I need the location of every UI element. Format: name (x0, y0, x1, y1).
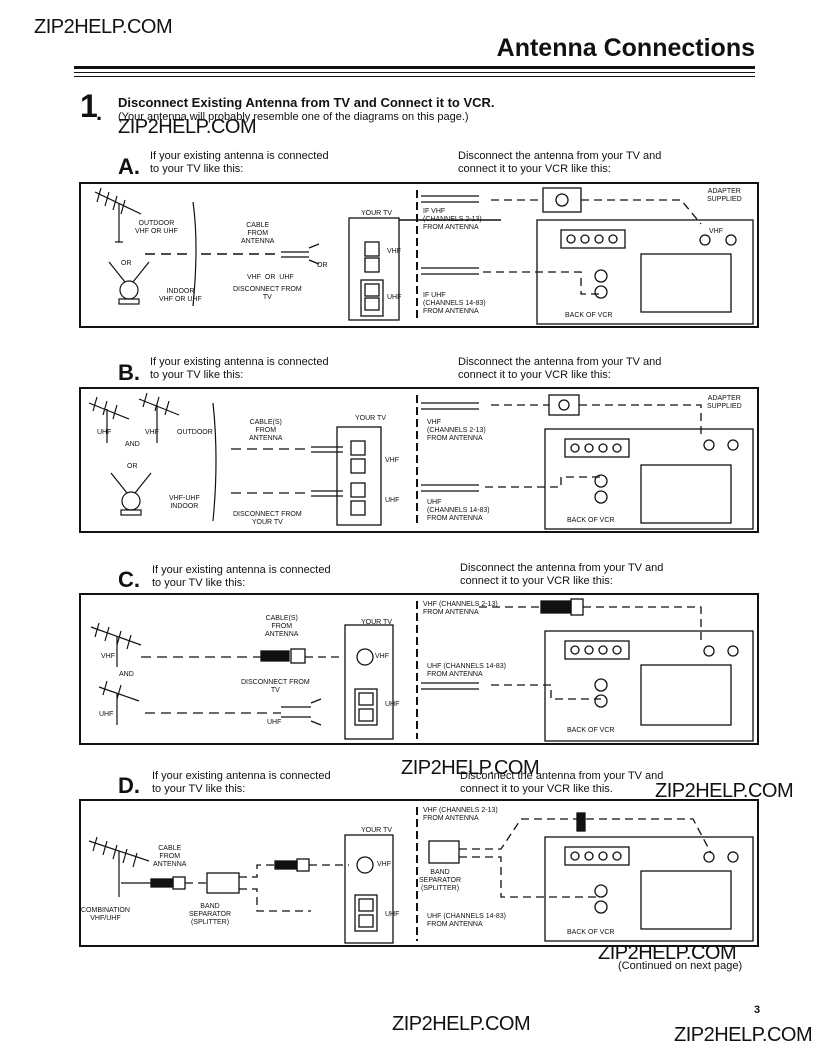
label-band-separator: BAND SEPARATOR (SPLITTER) (189, 903, 232, 926)
diagram-b-art (88, 392, 754, 530)
label-uhf-bottom: UHF (267, 719, 282, 726)
label-uhf-ant: UHF (97, 429, 112, 436)
label-or-2: OR (317, 262, 328, 269)
header-rule (74, 72, 755, 73)
step-subtitle: (Your antenna will probably resemble one… (118, 111, 469, 123)
label-vhf-ch: VHF (CHANNELS 2-13) FROM ANTENNA (423, 601, 498, 616)
label-outdoor: OUTDOOR (177, 429, 213, 436)
section-left-text: If your existing antenna is connected to… (150, 150, 329, 175)
diagram-a-art (94, 187, 754, 325)
label-cable: CABLE FROM ANTENNA (153, 845, 187, 868)
label-indoor: INDOOR VHF OR UHF (159, 288, 202, 303)
label-back-of-vcr: BACK OF VCR (567, 727, 615, 734)
diagram-a: OUTDOOR VHF OR UHF OR INDOOR VHF OR UHF … (79, 182, 759, 328)
label-uhf: UHF (385, 497, 400, 504)
label-vhf: VHF (387, 248, 401, 255)
section-right-text: Disconnect the antenna from your TV and … (458, 150, 662, 175)
label-uhf-ant: UHF (99, 711, 114, 718)
diagram-b: UHF VHF OUTDOOR AND OR VHF-UHF INDOOR CA… (79, 387, 759, 533)
label-uhf: UHF (385, 911, 400, 918)
label-your-tv: YOUR TV (361, 619, 392, 626)
watermark: ZIP2HELP.COM (118, 116, 257, 138)
label-and: AND (125, 441, 140, 448)
label-uhf: UHF (387, 294, 402, 301)
section-letter: A. (118, 154, 140, 179)
section-letter: B. (118, 360, 140, 385)
label-disconnect: DISCONNECT FROM TV (241, 679, 310, 694)
label-combination: COMBINATION VHF/UHF (81, 907, 130, 922)
watermark: ZIP2HELP.COM (598, 942, 737, 964)
section-letter: C. (118, 567, 140, 592)
watermark: ZIP2HELP.COM (401, 757, 540, 779)
section-left-text: If your existing antenna is connected to… (150, 356, 329, 381)
label-your-tv: YOUR TV (355, 415, 386, 422)
label-vhf: VHF (377, 861, 391, 868)
watermark: ZIP2HELP.COM (34, 16, 173, 38)
label-vcr-vhf: VHF (709, 228, 723, 235)
label-indoor: VHF-UHF INDOOR (169, 495, 200, 510)
label-outdoor: OUTDOOR VHF OR UHF (135, 220, 178, 235)
label-vhf-ch: VHF (CHANNELS 2-13) FROM ANTENNA (423, 807, 498, 822)
label-if-uhf: IF UHF (CHANNELS 14-83) FROM ANTENNA (423, 292, 486, 315)
label-your-tv: YOUR TV (361, 827, 392, 834)
section-left-text: If your existing antenna is connected to… (152, 564, 331, 589)
label-band-separator-2: BAND SEPARATOR (SPLITTER) (419, 869, 462, 892)
label-back-of-vcr: BACK OF VCR (567, 929, 615, 936)
label-uhf-ch: UHF (CHANNELS 14-83) FROM ANTENNA (427, 913, 506, 928)
label-uhf-ch: UHF (CHANNELS 14-83) FROM ANTENNA (427, 663, 506, 678)
section-right-text: Disconnect the antenna from your TV and … (460, 770, 664, 795)
label-vhf-ch: VHF (CHANNELS 2-13) FROM ANTENNA (427, 419, 486, 442)
label-back-of-vcr: BACK OF VCR (567, 517, 615, 524)
label-uhf-tv: UHF (385, 701, 400, 708)
step-number: 1 (80, 88, 98, 124)
label-uhf-ch: UHF (CHANNELS 14-83) FROM ANTENNA (427, 499, 490, 522)
label-or: OR (121, 260, 132, 267)
label-vhf-ant: VHF (101, 653, 115, 660)
section-left-text: If your existing antenna is connected to… (152, 770, 331, 795)
label-or: OR (127, 463, 138, 470)
label-vhf-or-uhf: VHF OR UHF (247, 274, 294, 281)
page-number: 3 (754, 1004, 761, 1016)
diagram-c-art (90, 598, 754, 742)
watermark: ZIP2HELP.COM (655, 780, 794, 802)
diagram-c: CABLE(S) FROM ANTENNA YOUR TV VHF AND UH… (79, 593, 759, 745)
watermark: ZIP2HELP.COM (392, 1013, 531, 1035)
label-cable: CABLE(S) FROM ANTENNA (249, 419, 283, 442)
section-right-text: Disconnect the antenna from your TV and … (460, 562, 664, 587)
header-rule (74, 66, 755, 69)
diagram-d-art (88, 807, 754, 944)
label-cable: CABLE(S) FROM ANTENNA (265, 615, 299, 638)
label-if-vhf: IF VHF (CHANNELS 2-13) FROM ANTENNA (423, 208, 482, 231)
label-back-of-vcr: BACK OF VCR (565, 312, 613, 319)
label-disconnect: DISCONNECT FROM TV (233, 286, 302, 301)
label-cable: CABLE FROM ANTENNA (241, 222, 275, 245)
label-adapter: ADAPTER SUPPLIED (707, 395, 742, 410)
label-your-tv: YOUR TV (361, 210, 392, 217)
diagram-d: CABLE FROM ANTENNA YOUR TV VHF UHF COMBI… (79, 799, 759, 947)
step-dot: . (96, 100, 103, 125)
label-disconnect: DISCONNECT FROM YOUR TV (233, 511, 302, 526)
section-letter: D. (118, 773, 140, 798)
watermark: ZIP2HELP.COM (674, 1024, 813, 1046)
page-title: Antenna Connections (496, 34, 755, 62)
label-and: AND (119, 671, 134, 678)
label-adapter: ADAPTER SUPPLIED (707, 188, 742, 203)
label-vhf-ant: VHF (145, 429, 159, 436)
label-vhf: VHF (375, 653, 389, 660)
step-title: Disconnect Existing Antenna from TV and … (118, 95, 495, 110)
label-vhf: VHF (385, 457, 399, 464)
continued-note: (Continued on next page) (618, 960, 743, 972)
section-right-text: Disconnect the antenna from your TV and … (458, 356, 662, 381)
header-rule (74, 76, 755, 77)
